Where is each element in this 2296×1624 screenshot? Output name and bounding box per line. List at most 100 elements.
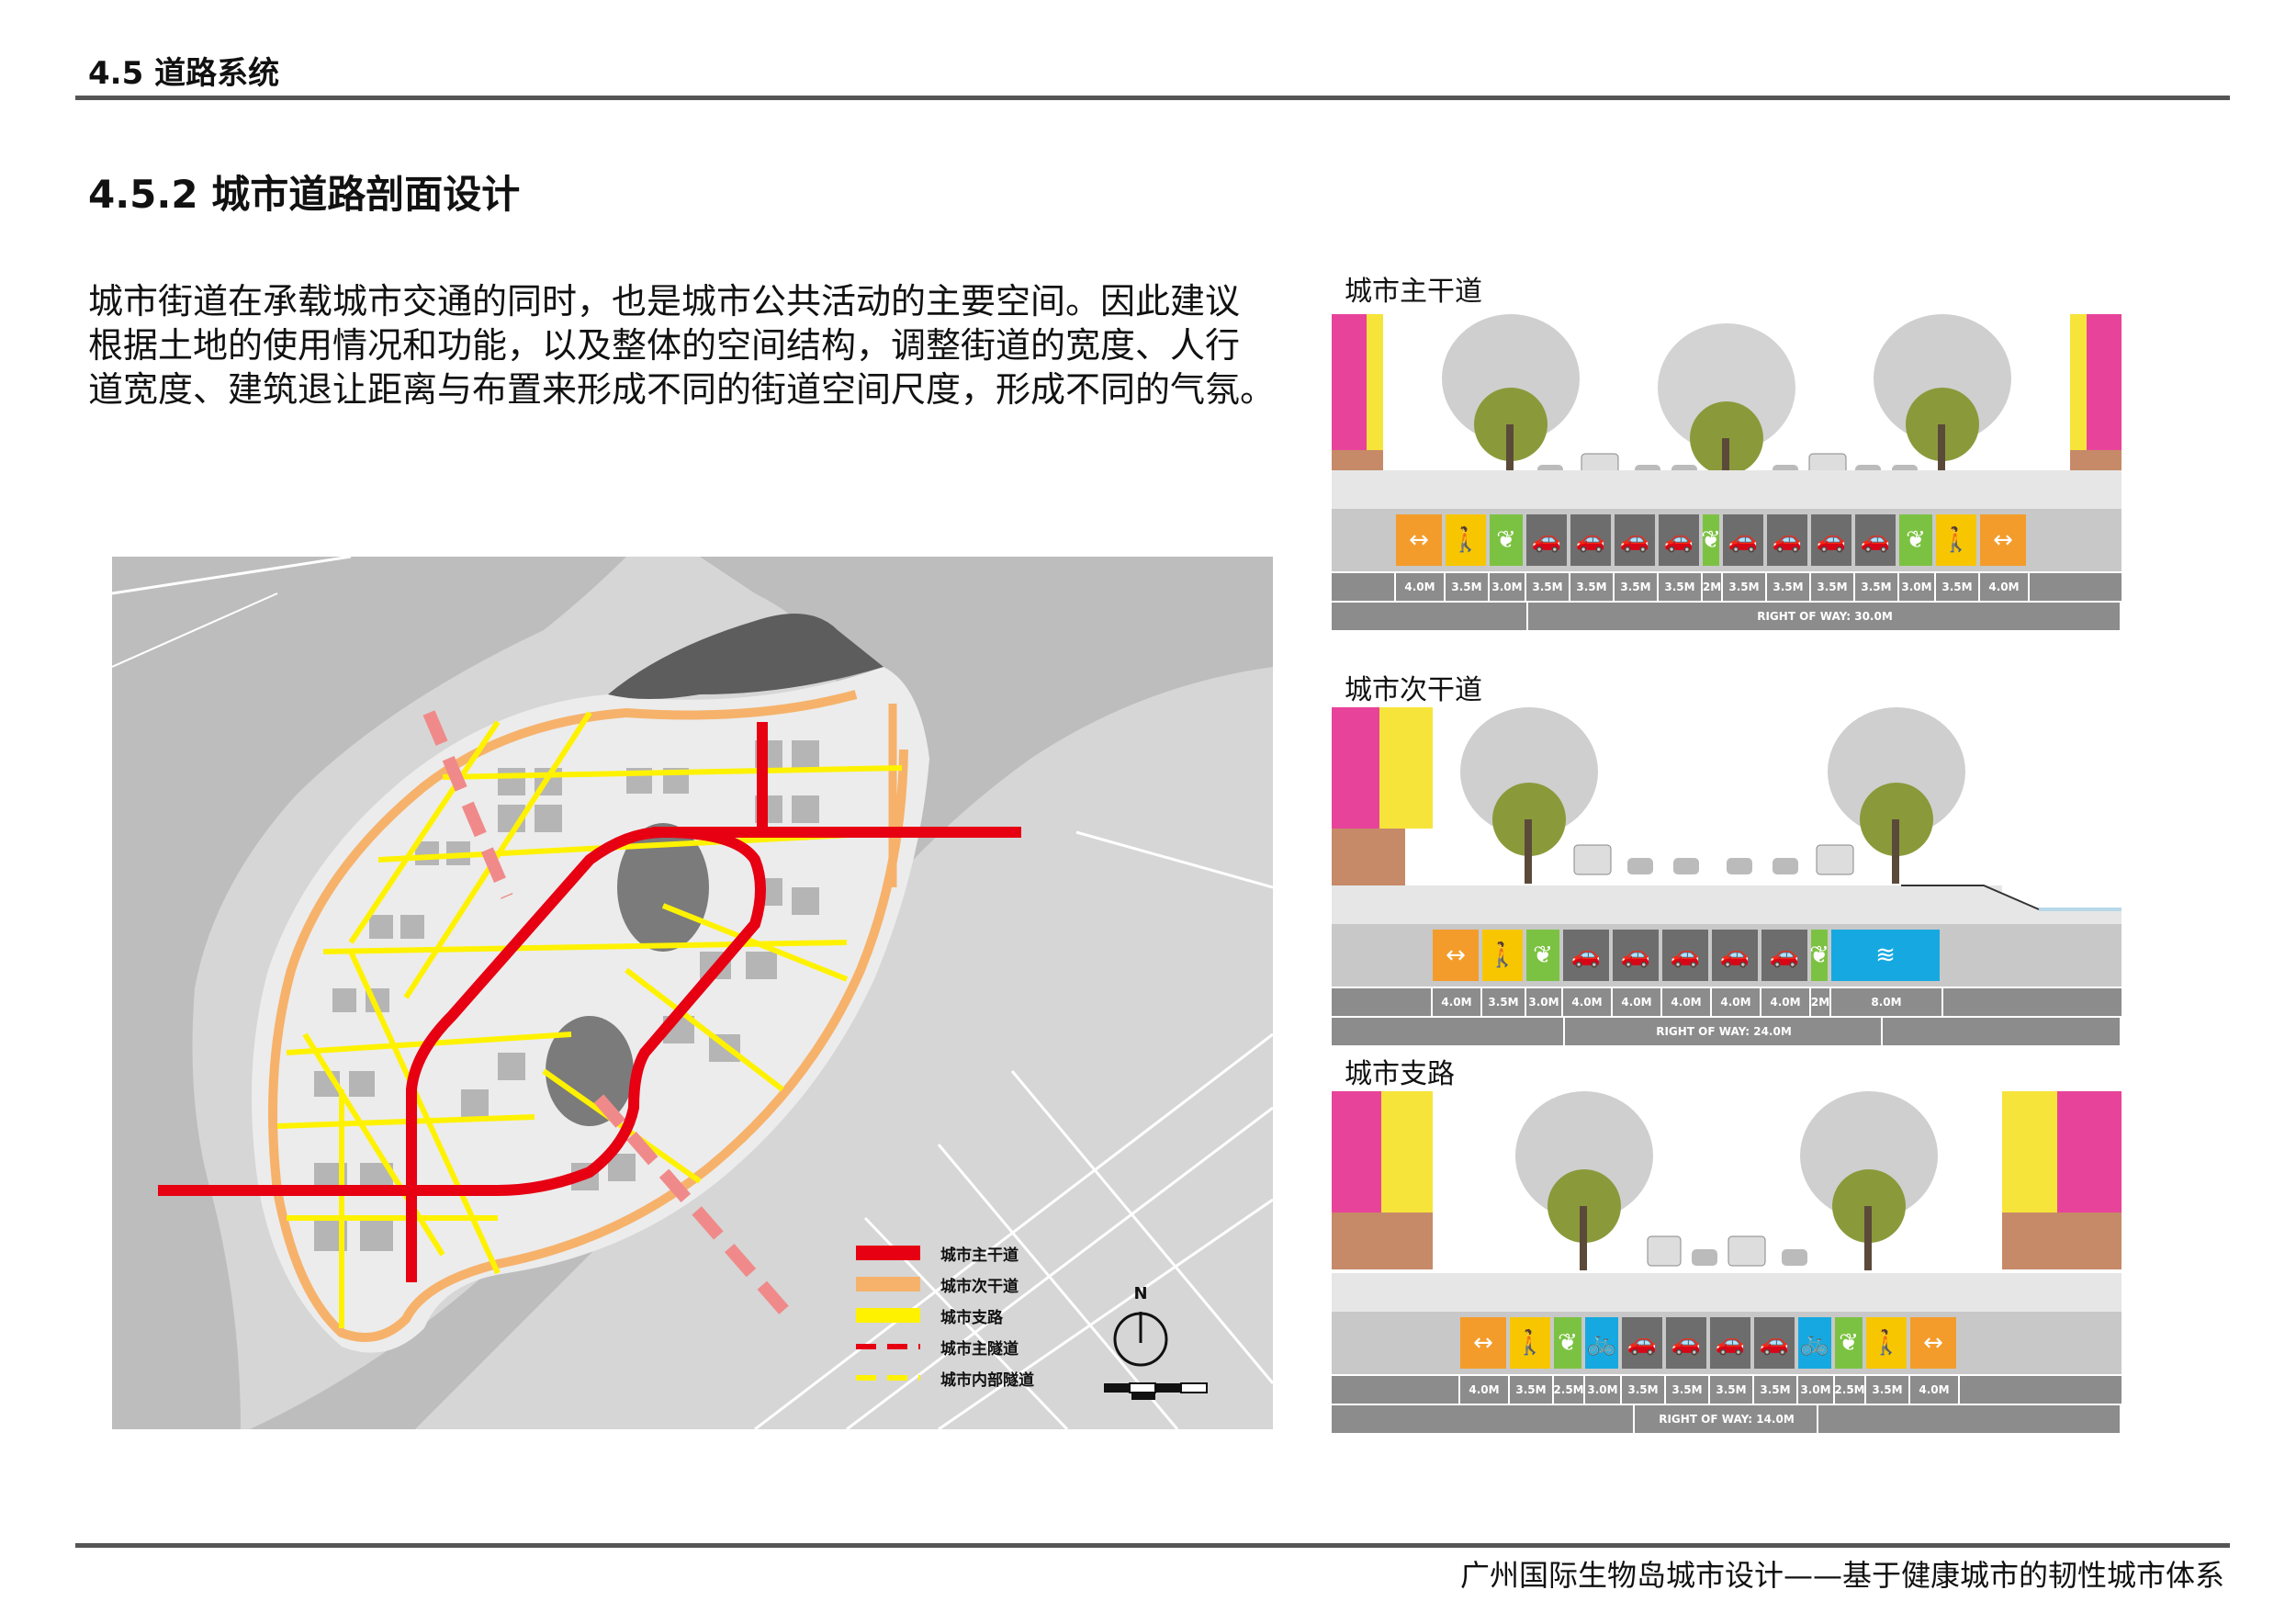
lane-pedestrian: 🚶 xyxy=(1510,1317,1550,1369)
lane-width-arrow: ↔ xyxy=(1980,514,2026,566)
section-illustration xyxy=(1332,1091,2122,1312)
compass-icon: N xyxy=(1113,1284,1168,1367)
legend-label: 城市支路 xyxy=(940,1309,1003,1327)
lane-width-label: 3.5M xyxy=(1666,1376,1710,1404)
north-lake xyxy=(608,614,884,699)
section-illustration xyxy=(1332,314,2122,509)
legend-label: 城市主隧道 xyxy=(940,1340,1019,1359)
section-illustration xyxy=(1332,707,2122,924)
lane-water: ≋ xyxy=(1831,930,1940,981)
lane-car: 🚗 xyxy=(1613,930,1659,981)
car-icon: 🚗 xyxy=(1663,526,1694,554)
legend-swatch xyxy=(856,1277,920,1291)
legend-swatch xyxy=(856,1375,920,1381)
car-icon: 🚗 xyxy=(1719,942,1750,969)
plant-icon: ❦ xyxy=(1809,942,1829,969)
lane-width-label: 3.0M xyxy=(1798,1376,1835,1404)
lane-width-label: 3.5M xyxy=(1446,573,1490,601)
lane-width-label: 4.0M xyxy=(1761,988,1811,1016)
lane-width-label: 3.5M xyxy=(1767,573,1811,601)
header-rule xyxy=(75,96,2230,100)
street-ground xyxy=(1332,470,2122,509)
lane-width-label: 3.5M xyxy=(1811,573,1855,601)
lane-width-arrow: ↔ xyxy=(1910,1317,1956,1369)
scale-bar-icon xyxy=(1104,1382,1208,1400)
car-icon: 🚗 xyxy=(1570,942,1602,969)
plant-icon: ❦ xyxy=(1533,942,1553,969)
dimension-margin xyxy=(1332,1376,1460,1404)
right-of-way-row: RIGHT OF WAY: 30.0M xyxy=(1332,601,2122,630)
secondary-ring-road xyxy=(268,690,908,1342)
tree-icon xyxy=(1800,1091,1938,1270)
page-title: 4.5.2 城市道路剖面设计 xyxy=(88,172,521,217)
lane-bicycle: 🚲 xyxy=(1798,1317,1831,1369)
lane-car: 🚗 xyxy=(1811,514,1851,566)
lane-width-label: 3.5M xyxy=(1615,573,1659,601)
water-icon: ≋ xyxy=(1875,942,1896,969)
car-icon: 🚗 xyxy=(1619,526,1650,554)
section-title-secondary: 城市次干道 xyxy=(1345,674,1482,706)
lane-width-label: 3.5M xyxy=(1510,1376,1554,1404)
right-of-way-segment xyxy=(1332,1405,1635,1433)
plant-icon: ❦ xyxy=(1701,526,1721,554)
lane-strip: ↔🚶❦🚲🚗🚗🚗🚗🚲❦🚶↔ xyxy=(1332,1312,2122,1374)
car-icon: 🚗 xyxy=(1728,526,1759,554)
lane-width-arrow: ↔ xyxy=(1396,514,1442,566)
tree-icon xyxy=(1460,707,1598,884)
intro-line: 根据土地的使用情况和功能，以及整体的空间结构，调整街道的宽度、人行 xyxy=(88,325,1241,366)
car-icon: 🚗 xyxy=(1671,1329,1702,1357)
lane-pedestrian: 🚶 xyxy=(1482,930,1523,981)
lane-car: 🚗 xyxy=(1615,514,1655,566)
lane-car: 🚗 xyxy=(1855,514,1896,566)
lane-width-label: 2.5M xyxy=(1834,1376,1866,1404)
lane-car: 🚗 xyxy=(1666,1317,1706,1369)
lane-width-label: 3.5M xyxy=(1855,573,1899,601)
lane-plant: ❦ xyxy=(1526,930,1559,981)
lane-plant: ❦ xyxy=(1809,930,1829,981)
legend-swatch xyxy=(856,1246,920,1260)
tree-icon xyxy=(1658,323,1795,498)
lane-width-label: 3.5M xyxy=(1482,988,1526,1016)
river xyxy=(112,557,626,1429)
car-icon: 🚗 xyxy=(1860,526,1891,554)
lane-width-label: 4.0M xyxy=(1563,988,1613,1016)
lane-width-arrow: ↔ xyxy=(1460,1317,1506,1369)
lane-pedestrian: 🚶 xyxy=(1866,1317,1907,1369)
car-icon: 🚗 xyxy=(1772,526,1803,554)
plant-icon: ❦ xyxy=(1839,1329,1859,1357)
footer-rule xyxy=(75,1543,2230,1548)
tree-icon xyxy=(1828,707,1965,884)
lane-car: 🚗 xyxy=(1570,514,1611,566)
right-of-way-segment xyxy=(1565,1018,1883,1045)
legend-swatch xyxy=(856,1308,920,1323)
building-left xyxy=(1332,707,1433,887)
lane-car: 🚗 xyxy=(1712,930,1758,981)
lane-width-label: 3.5M xyxy=(1526,573,1570,601)
lane-width-label: 3.5M xyxy=(1936,573,1980,601)
bicycle-icon: 🚲 xyxy=(1586,1329,1617,1357)
road-system-map: N xyxy=(112,557,1273,1429)
legend-label: 城市内部隧道 xyxy=(940,1371,1034,1390)
tree-icon xyxy=(1874,314,2011,489)
lane-width-label: 4.0M xyxy=(1910,1376,1960,1404)
dimension-margin xyxy=(1332,573,1396,601)
lane-width-label: 8.0M xyxy=(1831,988,1943,1016)
lane-car: 🚗 xyxy=(1761,930,1807,981)
right-of-way-row: RIGHT OF WAY: 14.0M xyxy=(1332,1404,2122,1433)
lane-width-label: 3.0M xyxy=(1585,1376,1622,1404)
lane-plant: ❦ xyxy=(1701,514,1721,566)
intro-line: 道宽度、建筑退让距离与布置来形成不同的街道空间尺度，形成不同的气氛。 xyxy=(88,369,1276,410)
lane-width-label: 2M xyxy=(1703,573,1723,601)
lane-plant: ❦ xyxy=(1899,514,1932,566)
right-of-way-segment xyxy=(1528,603,2122,630)
car-icon: 🚗 xyxy=(1715,1329,1746,1357)
lane-strip: ↔🚶❦🚗🚗🚗🚗🚗❦≋ xyxy=(1332,924,2122,987)
lane-width-label: 3.5M xyxy=(1723,573,1767,601)
bicycle-icon: 🚲 xyxy=(1799,1329,1830,1357)
building-right xyxy=(2002,1091,2122,1269)
